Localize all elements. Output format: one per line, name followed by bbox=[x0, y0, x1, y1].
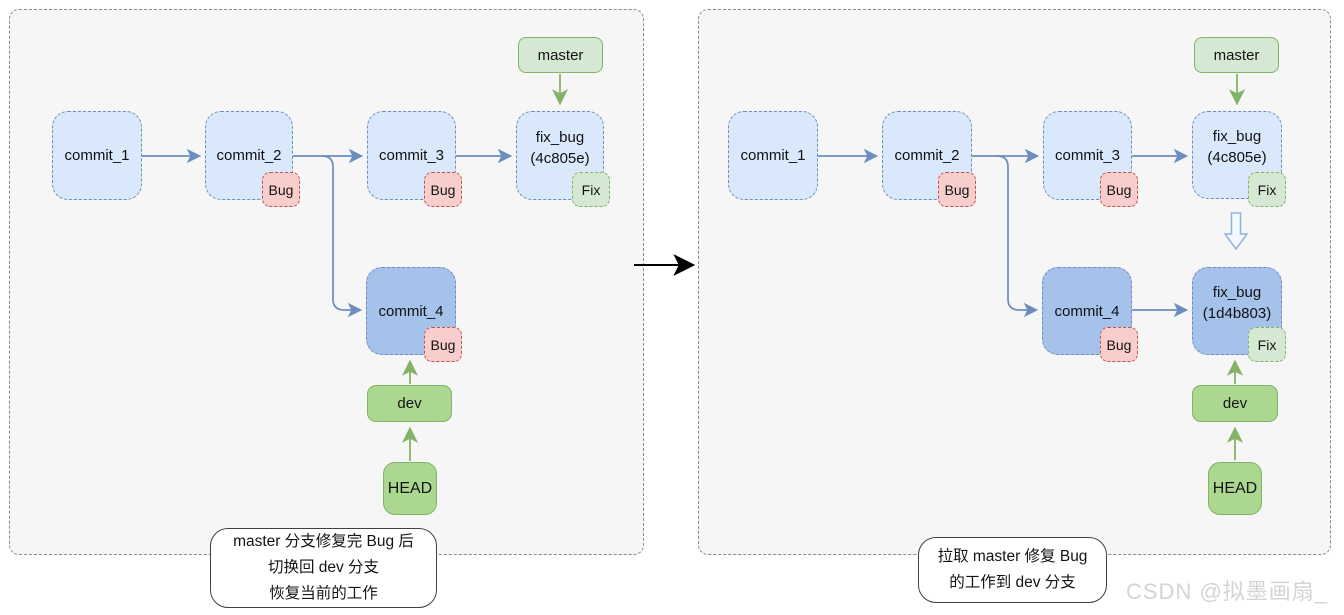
left-master-branch-tag: master bbox=[518, 37, 603, 73]
right-commit-4-label: commit_4 bbox=[1054, 302, 1120, 320]
csdn-watermark: CSDN @拟墨画扇_ bbox=[1126, 579, 1329, 604]
right-caption-bubble: 拉取 master 修复 Bug 的工作到 dev 分支 bbox=[918, 537, 1107, 603]
right-commit-1-node: commit_1 bbox=[728, 111, 818, 200]
left-commit-3-label: commit_3 bbox=[378, 147, 445, 164]
right-commit-4-bug-badge: Bug bbox=[1100, 327, 1138, 362]
left-commit-4-label: commit_4 bbox=[378, 302, 444, 320]
right-commit-3-bug-badge: Bug bbox=[1100, 172, 1138, 207]
right-fix-bug-master-fix-badge: Fix bbox=[1248, 172, 1286, 207]
left-dev-branch-tag: dev bbox=[367, 385, 452, 422]
left-head-label: HEAD bbox=[387, 479, 433, 497]
right-fix-bug-dev-hash: (1d4b803) bbox=[1202, 305, 1272, 322]
right-commit-2-bug-badge: Bug bbox=[938, 172, 976, 207]
left-fix-bug-fix-badge: Fix bbox=[572, 172, 610, 207]
left-commit-2-label: commit_2 bbox=[216, 147, 282, 164]
left-master-label: master bbox=[537, 46, 584, 64]
left-commit-1-node: commit_1 bbox=[52, 111, 142, 200]
left-commit-2-node: commit_2 bbox=[205, 111, 293, 200]
left-fix-bug-hash: (4c805e) bbox=[530, 149, 590, 167]
left-dev-label: dev bbox=[397, 395, 422, 412]
right-commit-2-label: commit_2 bbox=[894, 147, 960, 164]
left-panel bbox=[9, 9, 644, 555]
right-commit-3-label: commit_3 bbox=[1054, 147, 1121, 164]
right-fix-bug-master-label: fix_bug bbox=[1212, 128, 1262, 145]
right-head-tag: HEAD bbox=[1208, 462, 1262, 515]
left-commit-2-bug-badge: Bug bbox=[262, 172, 300, 207]
right-caption-line-1: 拉取 master 修复 Bug bbox=[937, 548, 1088, 565]
right-caption-line-2: 的工作到 dev 分支 bbox=[949, 574, 1076, 591]
right-master-label: master bbox=[1213, 46, 1260, 64]
right-fix-bug-master-hash: (4c805e) bbox=[1207, 149, 1267, 166]
left-caption-bubble: master 分支修复完 Bug 后 切换回 dev 分支 恢复当前的工作 bbox=[210, 528, 437, 608]
left-caption-line-1: master 分支修复完 Bug 后 bbox=[233, 533, 414, 550]
left-head-tag: HEAD bbox=[383, 462, 437, 515]
left-fix-bug-node: fix_bug (4c805e) bbox=[516, 111, 604, 200]
right-head-label: HEAD bbox=[1212, 479, 1258, 497]
left-commit-1-label: commit_1 bbox=[64, 147, 130, 164]
right-master-branch-tag: master bbox=[1194, 37, 1279, 73]
left-commit-4-bug-badge: Bug bbox=[424, 327, 462, 362]
left-commit-3-bug-badge: Bug bbox=[424, 172, 462, 207]
right-commit-1-label: commit_1 bbox=[740, 147, 806, 164]
right-fix-bug-dev-label: fix_bug bbox=[1212, 284, 1262, 301]
left-caption-line-2: 切换回 dev 分支 bbox=[267, 559, 380, 576]
right-dev-branch-tag: dev bbox=[1192, 385, 1278, 422]
left-fix-bug-label: fix_bug bbox=[535, 128, 585, 146]
left-caption-line-3: 恢复当前的工作 bbox=[269, 585, 378, 602]
right-fix-bug-dev-fix-badge: Fix bbox=[1248, 327, 1286, 362]
right-dev-label: dev bbox=[1222, 395, 1248, 412]
